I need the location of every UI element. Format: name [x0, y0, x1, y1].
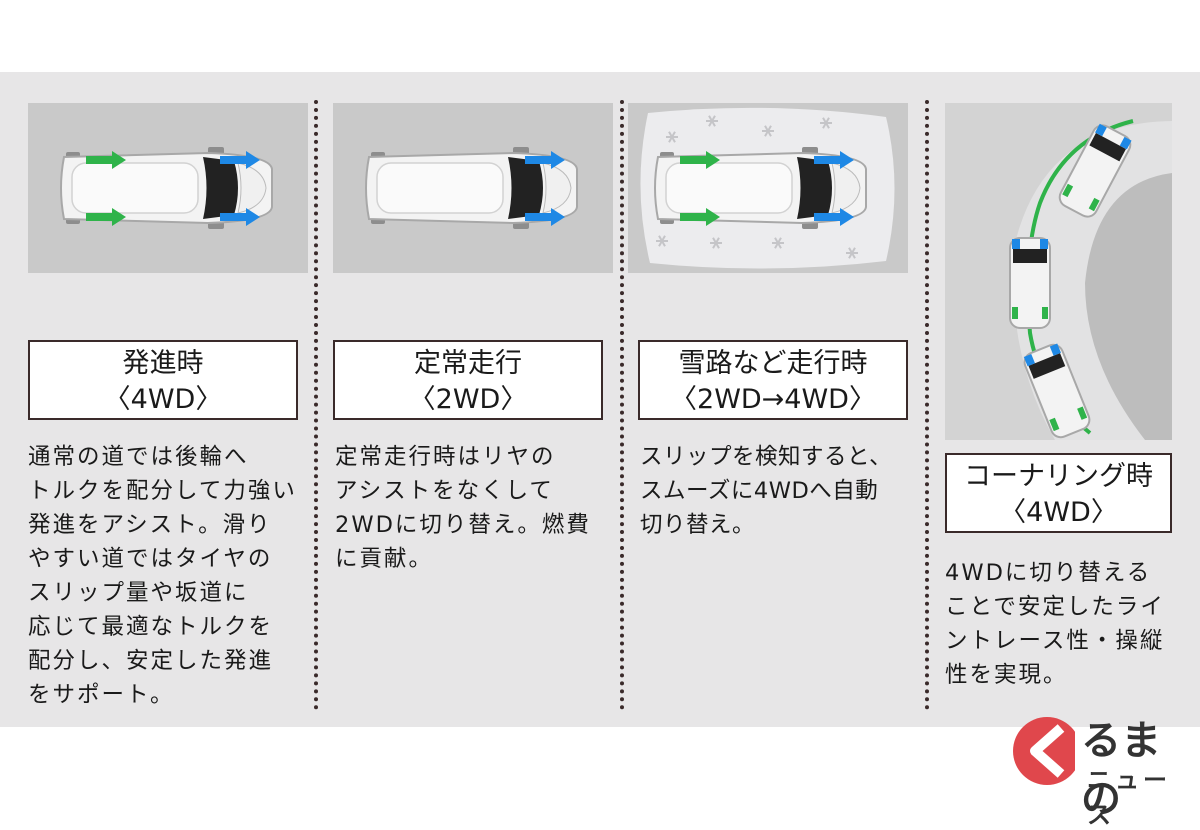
label-title: 定常走行	[414, 348, 522, 379]
cruise-car-illustration	[333, 103, 613, 273]
label-mode: 〈4WD〉	[103, 384, 223, 415]
logo-text-bottom: ニュース	[1087, 766, 1171, 829]
cornering-car-illustration	[945, 103, 1172, 440]
description-snow: スリップを検知すると、 スムーズに4WDへ自動 切り替え。	[640, 444, 893, 538]
divider-1	[314, 100, 318, 710]
label-start: 発進時 〈4WD〉	[28, 340, 298, 420]
kuruma-news-logo: るまの ニュース	[1005, 706, 1195, 829]
scene-cornering	[945, 103, 1172, 440]
label-mode: 〈4WD〉	[999, 497, 1118, 528]
start-car-illustration	[28, 103, 308, 273]
scene-cruise	[333, 103, 613, 273]
label-title: 発進時	[122, 348, 204, 379]
divider-3	[925, 100, 929, 710]
scene-snow	[628, 103, 908, 273]
label-title: コーナリング時	[964, 461, 1153, 492]
label-mode: 〈2WD→4WD〉	[670, 384, 876, 415]
divider-2	[620, 100, 624, 710]
label-cruise: 定常走行 〈2WD〉	[333, 340, 603, 420]
description-start: 通常の道では後輪へ トルクを配分して力強い 発進をアシスト。滑り やすい道ではタ…	[28, 444, 297, 708]
label-snow: 雪路など走行時 〈2WD→4WD〉	[638, 340, 908, 420]
logo-mark-icon	[1013, 717, 1075, 785]
label-mode: 〈2WD〉	[408, 384, 528, 415]
scene-start	[28, 103, 308, 273]
label-cornering: コーナリング時 〈4WD〉	[945, 453, 1172, 533]
description-cornering: 4WDに切り替える ことで安定したライ ントレース性・操縦 性を実現。	[945, 560, 1165, 688]
snow-car-illustration	[628, 103, 908, 273]
description-cruise: 定常走行時はリヤの アシストをなくして 2WDに切り替え。燃費 に貢献。	[335, 444, 591, 572]
label-title: 雪路など走行時	[678, 348, 868, 379]
